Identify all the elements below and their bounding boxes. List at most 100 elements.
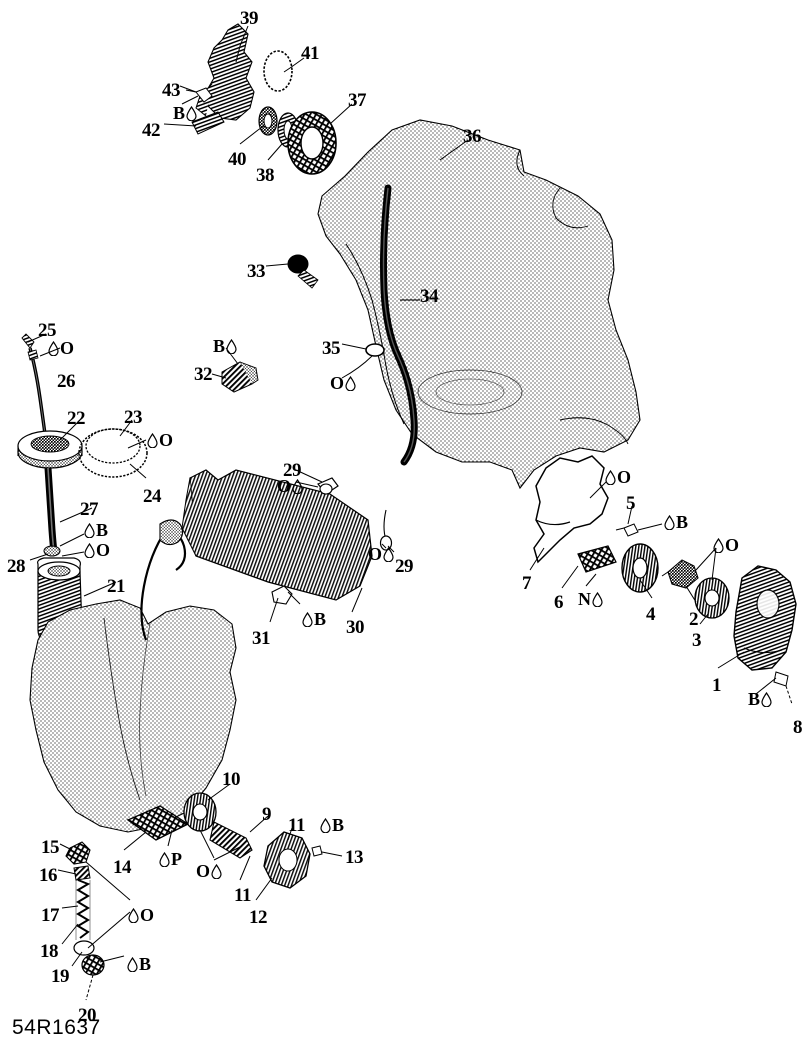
droplet-icon [128, 907, 139, 923]
droplet-icon [48, 340, 59, 356]
marker-letter: B [139, 954, 152, 974]
callout-7: 7 [522, 573, 532, 594]
marker-letter: P [171, 849, 182, 869]
marker-letter: O [277, 476, 292, 496]
marker-letter: B [96, 520, 109, 540]
droplet-icon [605, 469, 616, 485]
droplet-icon [211, 863, 222, 879]
part-15-nut [65, 841, 91, 865]
droplet-icon [292, 478, 303, 494]
callout-9: 9 [262, 804, 272, 825]
callout-2: 2 [689, 609, 699, 630]
callout-39: 39 [240, 8, 259, 29]
callout-32: 32 [194, 364, 213, 385]
marker-letter: B [173, 103, 186, 123]
callout-42: 42 [142, 120, 161, 141]
part-1-housing [733, 565, 797, 671]
droplet-icon [345, 375, 356, 391]
part-41-oring [263, 50, 293, 92]
filler-neck [140, 519, 187, 641]
callout-33: 33 [247, 261, 266, 282]
marker-letter: B [748, 689, 761, 709]
marker-letter: O [617, 467, 632, 487]
part-34-hose [380, 184, 418, 466]
part-29-fittings [317, 477, 393, 551]
marker-letter: O [196, 861, 211, 881]
marker-o-part-29-upper: O [277, 477, 303, 495]
callout-37: 37 [348, 90, 367, 111]
part-6-screen [577, 545, 617, 573]
droplet-icon [592, 591, 603, 607]
callout-35: 35 [322, 338, 341, 359]
marker-letter: B [676, 512, 689, 532]
callout-19: 19 [51, 966, 70, 987]
part-42-bolt [191, 111, 225, 135]
callout-8: 8 [793, 717, 803, 738]
callout-14: 14 [113, 857, 132, 878]
marker-b-part-31: B [302, 610, 326, 628]
part-35-clamp [365, 343, 385, 357]
callout-11-upper: 11 [288, 815, 305, 836]
droplet-icon [159, 851, 170, 867]
part-23-24-oring [78, 428, 148, 478]
diagram-code: 54R1637 [12, 1016, 101, 1039]
callout-26: 26 [57, 371, 76, 392]
callout-1: 1 [712, 675, 722, 696]
part-27-tube [44, 467, 58, 553]
marker-letter: B [314, 609, 327, 629]
callout-36: 36 [463, 126, 482, 147]
crankcase-lower [29, 599, 237, 833]
callout-41: 41 [301, 43, 320, 64]
part-10-pump-gear [183, 792, 217, 832]
part-31-bracket [271, 585, 293, 605]
part-26-clip [27, 349, 39, 361]
part-19-washer [73, 940, 95, 956]
part-22-cap [17, 430, 83, 469]
droplet-icon [383, 546, 394, 562]
callout-29-lower: 29 [395, 556, 414, 577]
callout-6: 6 [554, 592, 564, 613]
part-4-gear [621, 543, 659, 593]
droplet-icon [664, 514, 675, 530]
marker-letter: O [725, 535, 740, 555]
marker-letter: O [368, 544, 383, 564]
marker-letter: B [213, 336, 226, 356]
marker-letter: B [332, 815, 345, 835]
marker-n-part-6: N [578, 590, 603, 608]
marker-b-part-19: B [127, 955, 151, 973]
droplet-icon [761, 691, 772, 707]
callout-16: 16 [39, 865, 58, 886]
callout-12: 12 [249, 907, 268, 928]
part-40-washer [258, 106, 278, 136]
callout-25: 25 [38, 320, 57, 341]
marker-b-part-28: B [84, 521, 108, 539]
marker-letter: O [140, 905, 155, 925]
callout-15: 15 [41, 837, 60, 858]
callout-20: 20 [78, 1005, 97, 1026]
part-3-gear [694, 577, 730, 619]
part-12-rotor [263, 831, 311, 889]
part-16-collar [73, 865, 91, 881]
part-8-bolt [773, 671, 793, 705]
callout-43: 43 [162, 80, 181, 101]
marker-o-part-24: O [147, 431, 173, 449]
callout-23: 23 [124, 407, 143, 428]
part-7-cover [533, 455, 609, 564]
droplet-icon [186, 105, 197, 121]
marker-o-part-17: O [128, 906, 154, 924]
callout-11-lower: 11 [234, 885, 251, 906]
droplet-icon [320, 817, 331, 833]
marker-o-part-35: O [330, 374, 356, 392]
droplet-icon [226, 338, 237, 354]
marker-b-part-8: B [748, 690, 772, 708]
marker-o-part-26: O [48, 339, 74, 357]
droplet-icon [127, 956, 138, 972]
callout-24: 24 [143, 486, 162, 507]
marker-b-part-13: B [320, 816, 344, 834]
part-20-plug [81, 954, 105, 1001]
callout-34: 34 [420, 286, 439, 307]
part-33-plug [287, 254, 319, 289]
callout-17: 17 [41, 905, 60, 926]
callout-18: 18 [40, 941, 59, 962]
